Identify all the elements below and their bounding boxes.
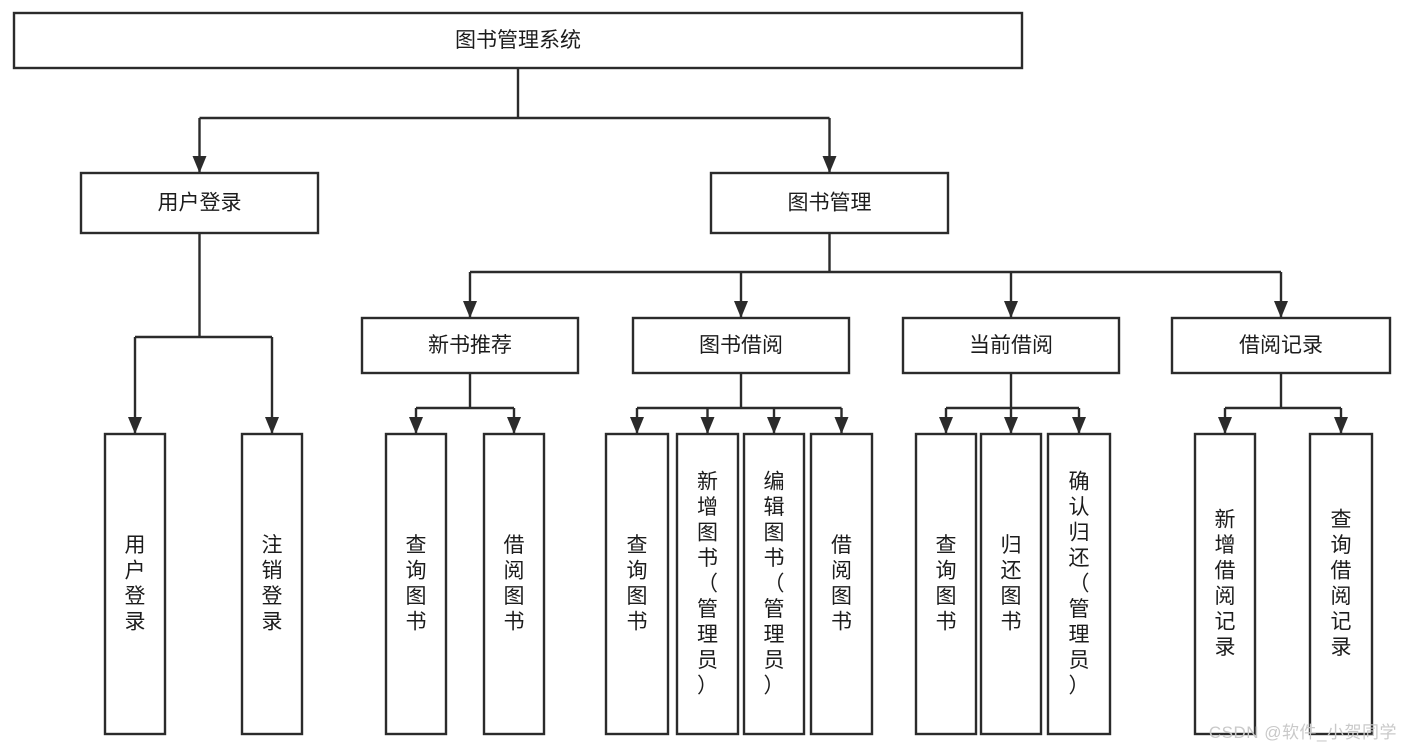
arrow-head-icon [192,156,207,173]
node-label: 编辑图书（管理员） [764,470,785,697]
node-box [914,432,978,736]
arrow-head-icon [1218,417,1232,434]
node-leaf-6[interactable]: 编辑图书（管理员） [742,432,806,736]
node-label: 查询图书 [627,534,648,634]
node-box [12,11,1024,70]
arrow-head-icon [822,156,837,173]
node-level1-0[interactable]: 用户登录 [79,171,320,235]
node-level2-3[interactable]: 借阅记录 [1170,316,1392,375]
node-label: 查询借阅记录 [1331,509,1352,660]
node-leaf-3[interactable]: 借阅图书 [482,432,546,736]
node-leaf-2[interactable]: 查询图书 [384,432,448,736]
arrow-head-icon [463,301,477,318]
arrow-head-icon [1072,417,1086,434]
node-label: 图书借阅 [699,334,783,357]
node-level2-0[interactable]: 新书推荐 [360,316,580,375]
arrow-head-icon [128,417,142,434]
node-label: 借阅图书 [504,534,525,634]
node-leaf-5[interactable]: 新增图书（管理员） [675,432,740,736]
node-label: 新书推荐 [428,334,512,357]
node-label: 当前借阅 [969,334,1053,357]
node-box [1046,432,1112,736]
node-leaf-11[interactable]: 新增借阅记录 [1193,432,1257,736]
node-label: 查询图书 [406,534,427,634]
node-box [103,432,167,736]
node-label: 归还图书 [1001,534,1022,634]
arrow-head-icon [1334,417,1348,434]
node-box [1308,432,1374,736]
node-box [675,432,740,736]
node-leaf-1[interactable]: 注销登录 [240,432,304,736]
arrow-head-icon [630,417,644,434]
node-box [240,432,304,736]
node-label: 图书管理系统 [455,29,581,52]
arrow-head-icon [700,417,715,434]
arrow-head-icon [507,417,521,434]
arrow-head-icon [767,417,781,434]
node-label: 新增图书（管理员） [697,470,718,697]
node-label: 借阅记录 [1239,334,1323,357]
node-label: 查询图书 [936,534,957,634]
node-root-0[interactable]: 图书管理系统 [12,11,1024,70]
node-level1-1[interactable]: 图书管理 [709,171,950,235]
node-box [79,171,320,235]
node-label: 借阅图书 [831,534,852,634]
node-box [604,432,670,736]
node-label: 确认归还（管理员） [1069,470,1090,697]
node-label: 新增借阅记录 [1215,509,1236,660]
node-label: 用户登录 [125,534,146,634]
node-level2-2[interactable]: 当前借阅 [901,316,1121,375]
node-leaf-10[interactable]: 确认归还（管理员） [1046,432,1112,736]
node-leaf-0[interactable]: 用户登录 [103,432,167,736]
node-box [384,432,448,736]
arrow-head-icon [265,417,279,434]
node-box [809,432,874,736]
node-box [742,432,806,736]
node-label: 注销登录 [262,534,283,634]
node-leaf-9[interactable]: 归还图书 [979,432,1043,736]
node-box [482,432,546,736]
node-level2-1[interactable]: 图书借阅 [631,316,851,375]
arrow-head-icon [1004,417,1018,434]
node-box [979,432,1043,736]
arrow-head-icon [734,301,748,318]
node-leaf-8[interactable]: 查询图书 [914,432,978,736]
node-leaf-12[interactable]: 查询借阅记录 [1308,432,1374,736]
arrow-head-icon [939,417,953,434]
arrow-head-icon [834,417,849,434]
node-box [901,316,1121,375]
arrow-head-icon [1274,301,1288,318]
node-box [631,316,851,375]
node-label: 用户登录 [158,192,242,215]
node-box [1170,316,1392,375]
node-leaf-4[interactable]: 查询图书 [604,432,670,736]
node-box [360,316,580,375]
node-label: 图书管理 [788,192,872,215]
node-leaf-7[interactable]: 借阅图书 [809,432,874,736]
arrow-head-icon [409,417,423,434]
watermark-text: CSDN @软件_小贺同学 [1208,723,1397,742]
node-box [709,171,950,235]
node-box [1193,432,1257,736]
arrow-head-icon [1004,301,1018,318]
